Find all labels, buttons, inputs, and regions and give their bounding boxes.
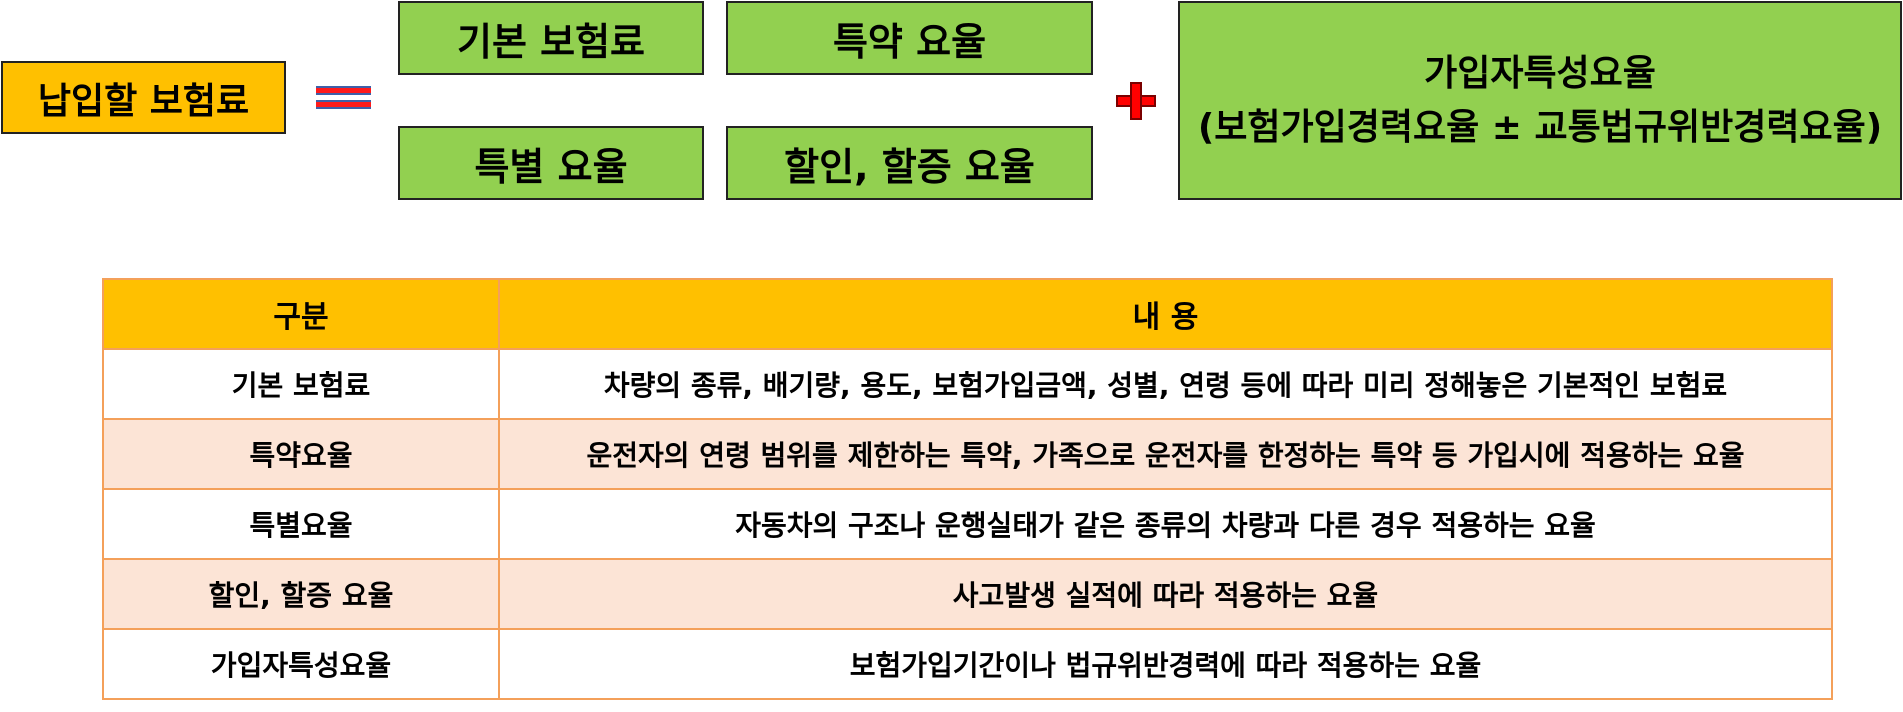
table-header-row: 구분 내 용 (102, 278, 1833, 350)
subscriber-rate-title: 가입자특성요율 (1424, 52, 1656, 94)
discount-surcharge-rate-box: 할인, 할증 요율 (726, 126, 1093, 200)
total-premium-box: 납입할 보험료 (1, 61, 286, 134)
total-premium-label: 납입할 보험료 (37, 80, 250, 122)
column-header-category: 구분 (102, 278, 500, 350)
rider-rate-label: 특약 요율 (832, 19, 987, 64)
table-row: 가입자특성요율 보험가입기간이나 법규위반경력에 따라 적용하는 요율 (102, 628, 1833, 700)
content-cell: 보험가입기간이나 법규위반경력에 따라 적용하는 요율 (498, 628, 1833, 700)
subscriber-rate-detail: (보험가입경력요율 ± 교통법규위반경력요율) (1197, 106, 1883, 148)
basic-premium-label: 기본 보험료 (456, 19, 646, 64)
content-cell: 운전자의 연령 범위를 제한하는 특약, 가족으로 운전자를 한정하는 특약 등… (498, 418, 1833, 490)
table-row: 할인, 할증 요율 사고발생 실적에 따라 적용하는 요율 (102, 558, 1833, 630)
category-cell: 특별요율 (102, 488, 500, 560)
discount-surcharge-rate-label: 할인, 할증 요율 (784, 144, 1035, 189)
subscriber-rate-box: 가입자특성요율 (보험가입경력요율 ± 교통법규위반경력요율) (1178, 1, 1902, 200)
category-cell: 특약요율 (102, 418, 500, 490)
table-row: 특별요율 자동차의 구조나 운행실태가 같은 종류의 차량과 다른 경우 적용하… (102, 488, 1833, 560)
equals-sign-icon (316, 86, 371, 112)
basic-premium-box: 기본 보험료 (398, 1, 704, 75)
category-cell: 가입자특성요율 (102, 628, 500, 700)
table-row: 특약요율 운전자의 연령 범위를 제한하는 특약, 가족으로 운전자를 한정하는… (102, 418, 1833, 490)
content-cell: 자동차의 구조나 운행실태가 같은 종류의 차량과 다른 경우 적용하는 요율 (498, 488, 1833, 560)
plus-sign-icon (1116, 82, 1156, 120)
premium-rate-table: 구분 내 용 기본 보험료 차량의 종류, 배기량, 용도, 보험가입금액, 성… (102, 278, 1833, 700)
special-rate-label: 특별 요율 (474, 144, 628, 189)
category-cell: 기본 보험료 (102, 348, 500, 420)
column-header-content: 내 용 (498, 278, 1833, 350)
table-row: 기본 보험료 차량의 종류, 배기량, 용도, 보험가입금액, 성별, 연령 등… (102, 348, 1833, 420)
content-cell: 차량의 종류, 배기량, 용도, 보험가입금액, 성별, 연령 등에 따라 미리… (498, 348, 1833, 420)
rider-rate-box: 특약 요율 (726, 1, 1093, 75)
content-cell: 사고발생 실적에 따라 적용하는 요율 (498, 558, 1833, 630)
special-rate-box: 특별 요율 (398, 126, 704, 200)
category-cell: 할인, 할증 요율 (102, 558, 500, 630)
